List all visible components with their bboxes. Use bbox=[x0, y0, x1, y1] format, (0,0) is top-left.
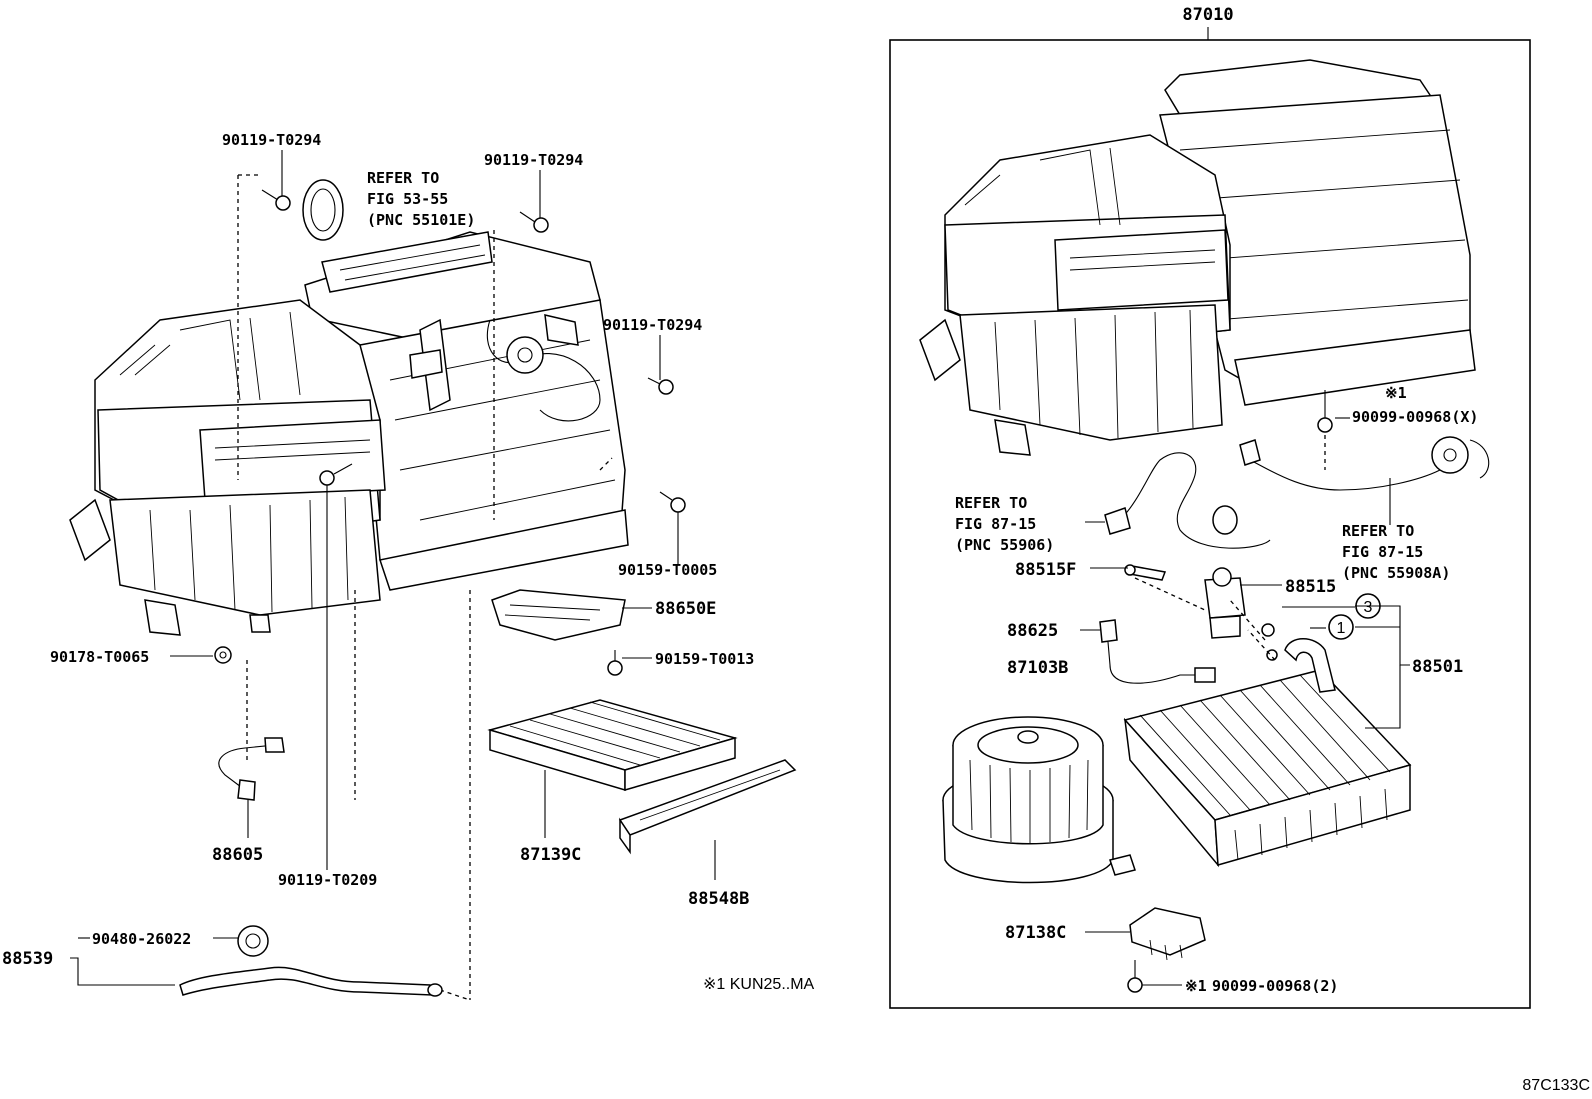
hose-88539-part bbox=[179, 925, 443, 997]
callout-87138c[interactable]: 87138C bbox=[1005, 923, 1066, 943]
sensor-88605-part bbox=[218, 737, 285, 801]
mark-x1-lower: ※1 bbox=[1185, 977, 1207, 995]
left-heater-unit bbox=[69, 231, 629, 636]
ref-87-15-a-line1: REFER TO bbox=[955, 494, 1027, 512]
callout-88548b[interactable]: 88548B bbox=[688, 889, 749, 909]
callout-88515f[interactable]: 88515F bbox=[1015, 560, 1076, 580]
ref-87-15-b-line1: REFER TO bbox=[1342, 522, 1414, 540]
ref-87-15-a-line3: (PNC 55906) bbox=[955, 536, 1054, 554]
circle-marks: 3 1 bbox=[1328, 593, 1381, 640]
circle-1-mark bbox=[1328, 614, 1354, 640]
callout-90119-t0209[interactable]: 90119-T0209 bbox=[278, 871, 377, 889]
callout-88501[interactable]: 88501 bbox=[1412, 657, 1463, 677]
mark-x1-upper: ※1 bbox=[1385, 384, 1407, 402]
callout-90119-t0294-c[interactable]: 90119-T0294 bbox=[603, 316, 702, 334]
callout-87103b[interactable]: 87103B bbox=[1007, 658, 1068, 678]
ref-87-15-a-line2: FIG 87-15 bbox=[955, 515, 1036, 533]
ref-53-55-line2: FIG 53-55 bbox=[367, 190, 448, 208]
screw-right-upper bbox=[1317, 390, 1350, 433]
valve-88515-part bbox=[1124, 564, 1246, 639]
bracket-88650e-part bbox=[491, 589, 626, 641]
callout-88539[interactable]: 88539 bbox=[2, 949, 53, 969]
callout-90159-t0013[interactable]: 90159-T0013 bbox=[655, 650, 754, 668]
circle-1-text: 1 bbox=[1337, 620, 1346, 637]
callout-90099-00968-2[interactable]: 90099-00968(2) bbox=[1212, 977, 1338, 995]
filter-87139c-part bbox=[487, 699, 738, 792]
gasket-part bbox=[302, 179, 344, 241]
sensor-88625-part bbox=[1099, 619, 1216, 684]
filter-88548b-part bbox=[618, 759, 797, 855]
circle-3-text: 3 bbox=[1364, 599, 1373, 616]
callout-90119-t0294-b[interactable]: 90119-T0294 bbox=[484, 151, 583, 169]
right-wiring bbox=[1104, 436, 1490, 549]
diagram-id: 87C133C bbox=[1522, 1077, 1590, 1094]
callout-90178-t0065[interactable]: 90178-T0065 bbox=[50, 648, 149, 666]
circle-3-mark bbox=[1355, 593, 1381, 619]
ref-53-55-line1: REFER TO bbox=[367, 169, 439, 187]
callout-87139c[interactable]: 87139C bbox=[520, 845, 581, 865]
assembly-number: 87010 bbox=[1182, 5, 1233, 25]
right-heater-unit bbox=[919, 59, 1476, 456]
callout-88605[interactable]: 88605 bbox=[212, 845, 263, 865]
footnote-text: ※1 KUN25..MA bbox=[703, 976, 815, 993]
callout-88650e[interactable]: 88650E bbox=[655, 599, 716, 619]
ref-87-15-b-line3: (PNC 55908A) bbox=[1342, 564, 1450, 582]
leaders-right bbox=[1080, 435, 1410, 986]
leaders-left bbox=[70, 150, 716, 986]
blower-87103b-part bbox=[942, 716, 1136, 884]
callout-90480-26022[interactable]: 90480-26022 bbox=[92, 930, 191, 948]
callout-90099-00968-x[interactable]: 90099-00968(X) bbox=[1352, 408, 1478, 426]
evaporator-88501-part bbox=[1123, 623, 1412, 868]
ref-53-55-line3: (PNC 55101E) bbox=[367, 211, 475, 229]
callout-88625[interactable]: 88625 bbox=[1007, 621, 1058, 641]
screws-left bbox=[214, 189, 686, 676]
callout-90159-t0005[interactable]: 90159-T0005 bbox=[618, 561, 717, 579]
callout-88515[interactable]: 88515 bbox=[1285, 577, 1336, 597]
ref-87-15-b-line2: FIG 87-15 bbox=[1342, 543, 1423, 561]
assembly-lines-left bbox=[237, 174, 613, 1001]
assembly-box bbox=[889, 39, 1531, 1009]
callout-90119-t0294-a[interactable]: 90119-T0294 bbox=[222, 131, 321, 149]
